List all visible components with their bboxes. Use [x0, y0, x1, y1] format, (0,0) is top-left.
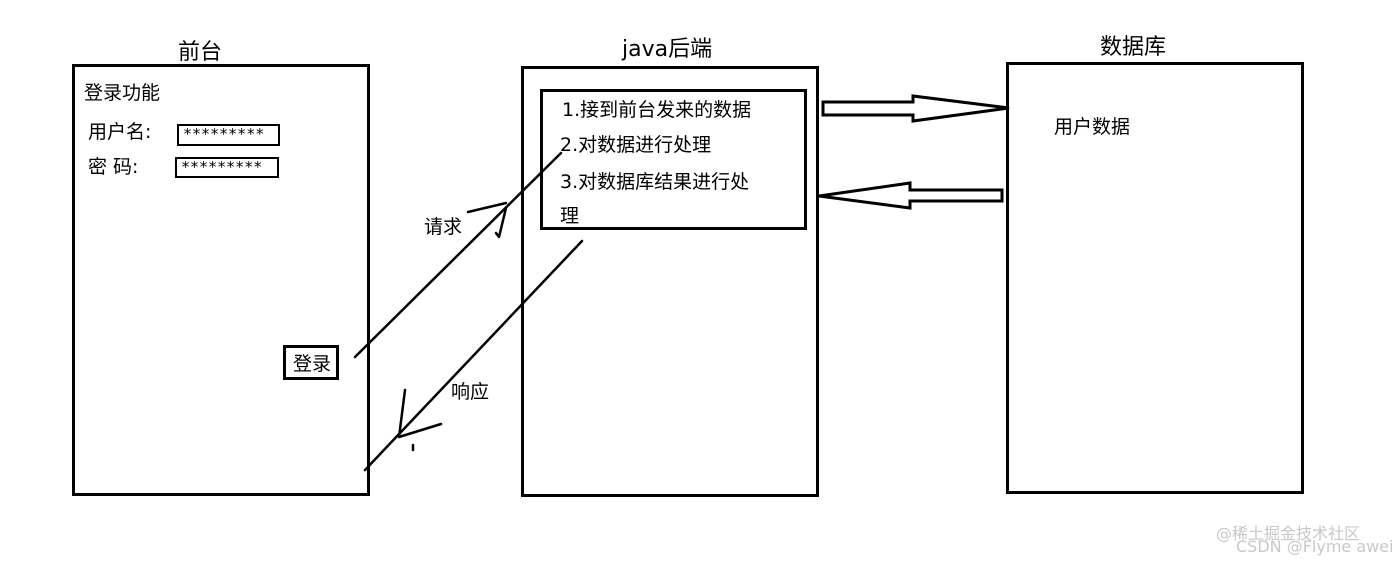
login-button[interactable]: 登录 [283, 345, 339, 380]
username-label: 用户名: [88, 121, 152, 143]
database-box [1006, 62, 1304, 494]
response-arrowhead-icon [397, 388, 443, 439]
password-label: 密 码: [88, 156, 139, 178]
to-backend-arrow-icon [818, 181, 1004, 210]
backend-step-2: 2.对数据进行处理 [560, 134, 712, 156]
backend-step-3-cont: 理 [560, 205, 580, 227]
request-line [353, 151, 563, 359]
backend-title: java后端 [622, 37, 713, 62]
response-line [363, 239, 584, 472]
to-database-arrow-icon [821, 94, 1010, 123]
backend-steps-box [540, 89, 807, 230]
request-arrowhead-icon [466, 201, 508, 239]
frontend-box [72, 64, 370, 496]
frontend-subtitle: 登录功能 [84, 82, 161, 104]
request-label: 请求 [424, 216, 463, 238]
backend-step-1: 1.接到前台发来的数据 [562, 99, 752, 121]
database-title: 数据库 [1100, 35, 1167, 60]
watermark-line2: CSDN @Flyme awei [1236, 537, 1392, 556]
frontend-title: 前台 [178, 40, 223, 65]
backend-step-3: 3.对数据库结果进行处 [560, 171, 750, 193]
watermark-line1: @稀土掘金技术社区 [1216, 524, 1361, 543]
database-content: 用户数据 [1054, 116, 1131, 138]
password-field[interactable]: ********* [175, 157, 279, 178]
response-label: 响应 [451, 381, 490, 403]
username-field[interactable]: ********* [177, 124, 280, 146]
login-button-label: 登录 [293, 353, 332, 375]
